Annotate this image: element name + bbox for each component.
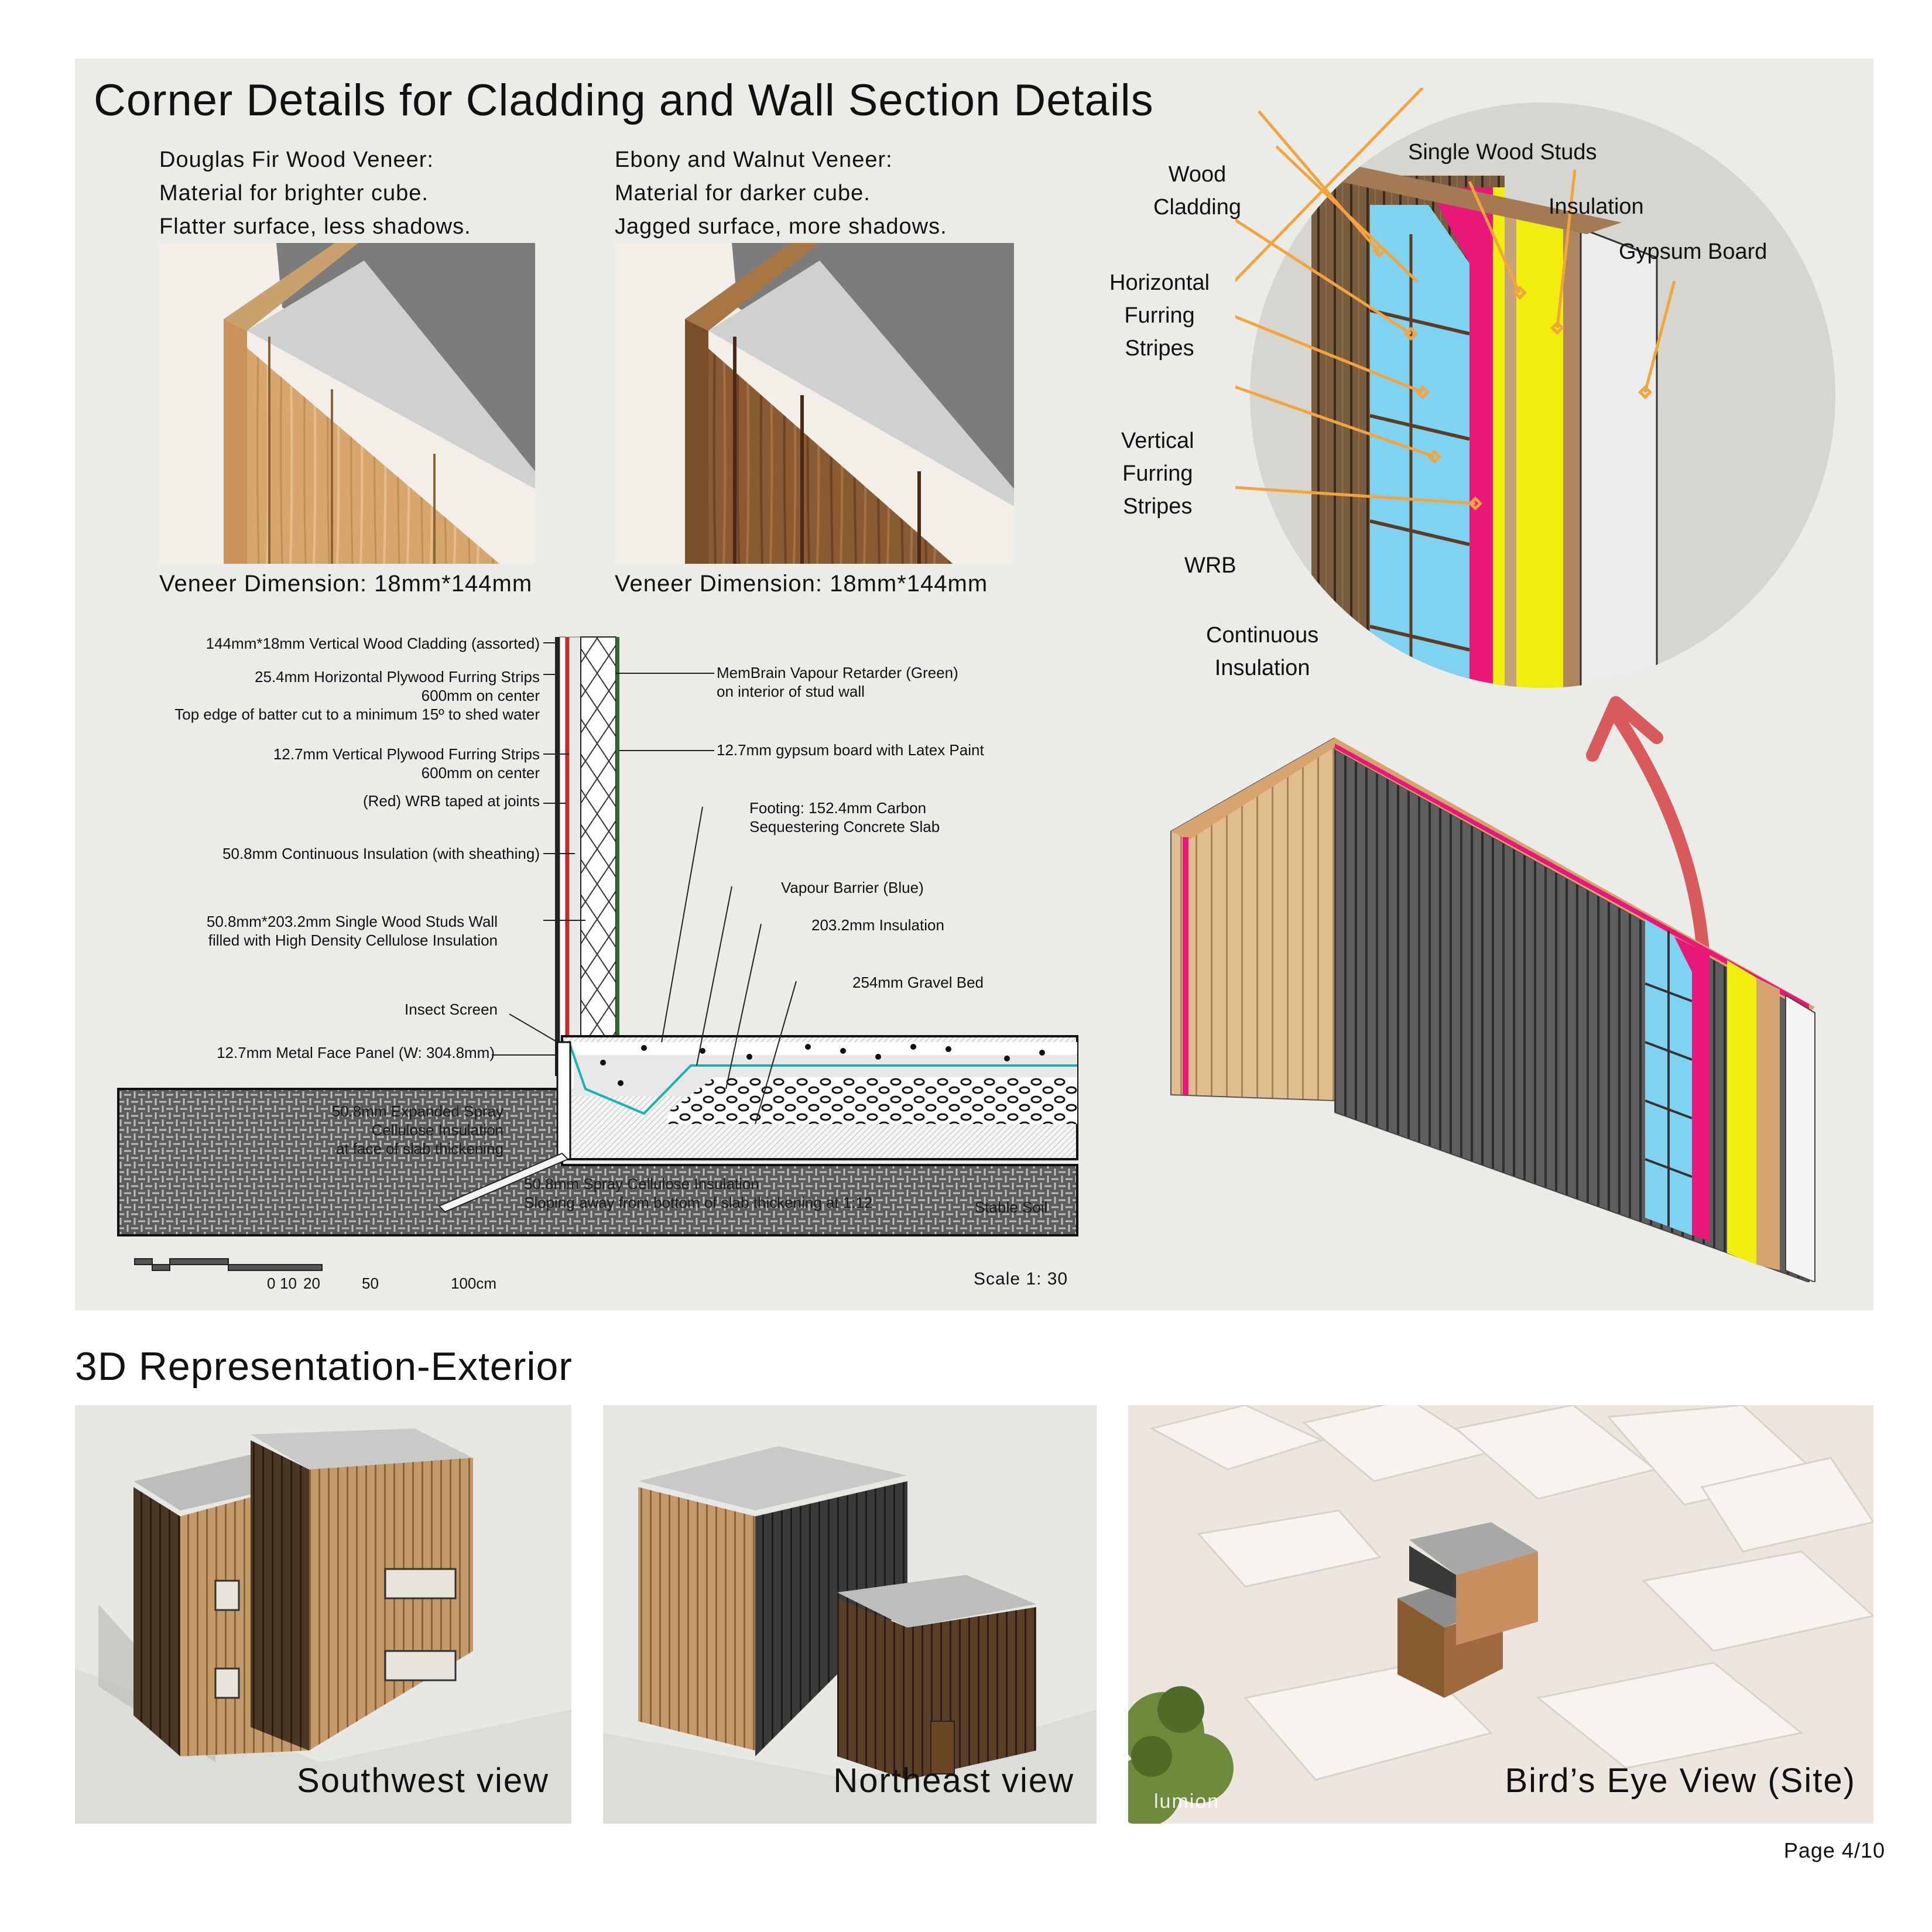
label-footing: Footing: 152.4mm Carbon Sequestering Con… <box>749 799 940 835</box>
birds-eye-view-caption: Bird’s Eye View (Site) <box>1505 1762 1856 1800</box>
callout-continuous-insulation: Continuous Insulation <box>1206 623 1319 680</box>
label-metal-face-panel: 12.7mm Metal Face Panel (W: 304.8mm) <box>217 1044 495 1061</box>
label-stable-soil: Stable Soil <box>975 1198 1048 1216</box>
northeast-building-render <box>603 1446 1097 1824</box>
scale-tick-20: 20 <box>303 1275 320 1292</box>
ebony-corner-render <box>615 243 1014 618</box>
label-continuous-insulation: 50.8mm Continuous Insulation (with sheat… <box>222 845 540 862</box>
page-number: Page 4/10 <box>1783 1838 1885 1862</box>
fir-veneer-dimension: Veneer Dimension: 18mm*144mm <box>159 571 533 597</box>
page-title: Corner Details for Cladding and Wall Sec… <box>94 76 1154 125</box>
southwest-building-render <box>75 1429 571 1824</box>
label-gravel-bed: 254mm Gravel Bed <box>852 974 984 991</box>
label-expanded-spray-insulation: 50.8mm Expanded Spray Cellulose Insulati… <box>331 1102 503 1157</box>
label-slab-insulation: 203.2mm Insulation <box>811 916 944 934</box>
label-vapour-barrier: Vapour Barrier (Blue) <box>781 879 924 896</box>
callout-vertical-furring: Vertical Furring Stripes <box>1121 429 1194 519</box>
callout-insulation: Insulation <box>1549 194 1644 219</box>
callout-horizontal-furring: Horizontal Furring Stripes <box>1109 270 1210 361</box>
southwest-view-caption: Southwest view <box>297 1762 549 1800</box>
veneer-description-ebony: Ebony and Walnut Veneer: Material for da… <box>615 148 947 239</box>
label-insect-screen: Insect Screen <box>405 1001 498 1018</box>
callout-wood-cladding: Wood Cladding <box>1153 162 1241 220</box>
label-wrb: (Red) WRB taped at joints <box>362 792 540 810</box>
wall-section-drawing <box>117 621 1089 1300</box>
exterior-section-title: 3D Representation-Exterior <box>75 1344 573 1389</box>
southwest-view-card: Southwest view <box>75 1405 571 1824</box>
callout-gypsum-board: Gypsum Board <box>1619 239 1767 264</box>
zoom-arrow <box>1581 691 1733 972</box>
scale-ratio: Scale 1: 30 <box>974 1269 1068 1289</box>
lumion-watermark: lumion <box>1154 1790 1220 1813</box>
label-vertical-furring-strips: 12.7mm Vertical Plywood Furring Strips 6… <box>273 745 540 782</box>
northeast-view-caption: Northeast view <box>833 1762 1074 1800</box>
scale-tick-10: 10 <box>280 1275 297 1292</box>
label-gypsum-board: 12.7mm gypsum board with Latex Paint <box>717 741 984 759</box>
scale-tick-50: 50 <box>362 1275 379 1292</box>
scale-tick-0: 0 <box>267 1275 276 1292</box>
label-single-wood-studs: 50.8mm*203.2mm Single Wood Studs Wall fi… <box>206 913 498 949</box>
callout-single-wood-studs: Single Wood Studs <box>1408 140 1597 165</box>
birds-eye-view-card: lumion Bird’s Eye View (Site) <box>1128 1405 1873 1824</box>
label-horizontal-furring-strips: 25.4mm Horizontal Plywood Furring Strips… <box>174 668 540 723</box>
label-vertical-wood-cladding: 144mm*18mm Vertical Wood Cladding (assor… <box>205 635 540 652</box>
scale-tick-100: 100cm <box>451 1275 497 1292</box>
site-render <box>1128 1405 1873 1824</box>
northeast-view-card: Northeast view <box>603 1405 1097 1824</box>
label-vapour-retarder: MemBrain Vapour Retarder (Green) on inte… <box>717 664 958 700</box>
ebony-veneer-dimension: Veneer Dimension: 18mm*144mm <box>615 571 988 597</box>
veneer-description-fir: Douglas Fir Wood Veneer: Material for br… <box>159 148 471 239</box>
callout-wrb: WRB <box>1184 553 1236 578</box>
iso-wall-corner-render <box>1165 737 1827 1283</box>
zoom-circle-detail <box>1200 87 1850 703</box>
fir-corner-render <box>159 243 535 594</box>
label-spray-cellulose-insulation: 50.8mm Spray Cellulose Insulation Slopin… <box>524 1175 873 1211</box>
